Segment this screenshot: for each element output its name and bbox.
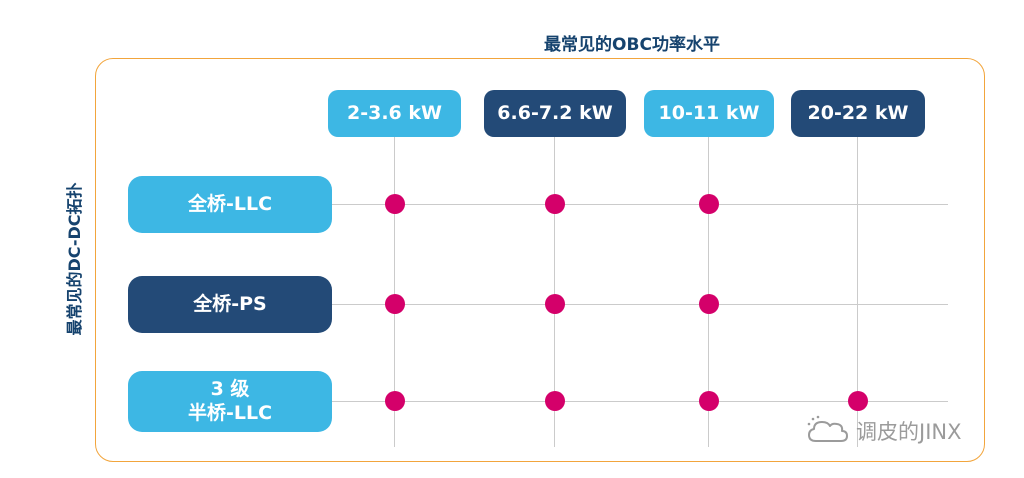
row-pill-full-bridge-llc: 全桥-LLC (128, 176, 332, 233)
column-label: 10-11 kW (658, 101, 760, 124)
grid-line-horizontal-2 (332, 304, 948, 305)
matrix-dot (545, 194, 565, 214)
chart-frame-border (95, 58, 985, 462)
cloud-sparkle-icon (807, 415, 848, 442)
column-label: 20-22 kW (807, 101, 909, 124)
matrix-dot (385, 194, 405, 214)
column-label: 6.6-7.2 kW (497, 101, 613, 124)
grid-line-vertical-4 (857, 137, 858, 447)
matrix-dot (699, 391, 719, 411)
column-pill-10-11-kw: 10-11 kW (644, 90, 774, 137)
matrix-dot (699, 294, 719, 314)
column-pill-20-22-kw: 20-22 kW (791, 90, 925, 137)
column-pill-2-3-6-kw: 2-3.6 kW (328, 90, 461, 137)
watermark: 调皮的JINX (806, 414, 961, 448)
row-label: 全桥-LLC (187, 192, 273, 215)
grid-line-horizontal-1 (332, 204, 948, 205)
matrix-dot (385, 391, 405, 411)
matrix-dot (545, 391, 565, 411)
matrix-dot (385, 294, 405, 314)
grid-line-vertical-2 (554, 137, 555, 447)
matrix-dot (699, 194, 719, 214)
grid-line-vertical-1 (394, 137, 395, 447)
row-label: 全桥-PS (193, 292, 267, 315)
column-pill-6-6-7-2-kw: 6.6-7.2 kW (484, 90, 626, 137)
matrix-dot (545, 294, 565, 314)
grid-line-horizontal-3 (332, 401, 948, 402)
row-pill-3-level-half-bridge-llc: 3 级 半桥-LLC (128, 371, 332, 432)
matrix-dot (848, 391, 868, 411)
chart-title: 最常见的OBC功率水平 (544, 35, 720, 55)
y-axis-label: 最常见的DC-DC拓扑 (65, 182, 84, 336)
row-pill-full-bridge-ps: 全桥-PS (128, 276, 332, 333)
column-label: 2-3.6 kW (347, 101, 442, 124)
grid-line-vertical-3 (708, 137, 709, 447)
row-label: 3 级 半桥-LLC (187, 377, 273, 424)
watermark-text: 调皮的JINX (856, 420, 962, 444)
